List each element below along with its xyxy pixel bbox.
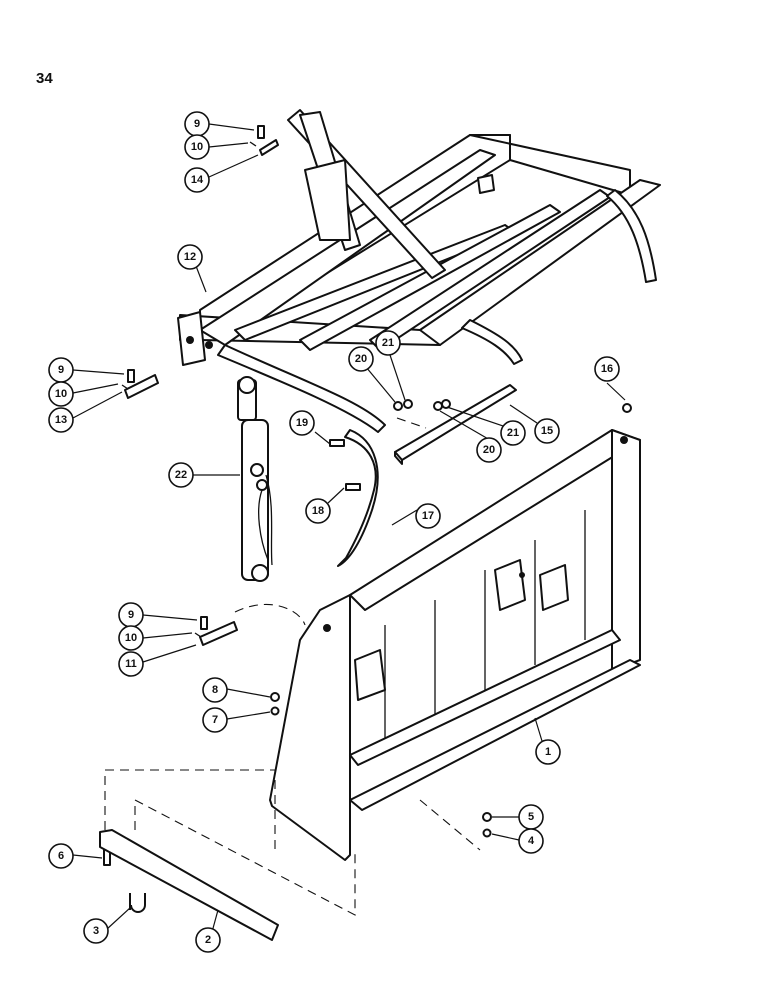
callout-4: 4 (518, 828, 544, 854)
callout-label: 8 (212, 684, 218, 696)
callout-15: 15 (534, 418, 560, 444)
mounting-bracket (394, 384, 517, 465)
spear-fork (99, 769, 481, 941)
grapple-tine (337, 429, 379, 567)
callout-label: 9 (194, 118, 200, 130)
callout-9-top: 9 (184, 111, 210, 137)
callout-label: 15 (541, 425, 553, 437)
callout-16: 16 (594, 356, 620, 382)
main-frame (234, 429, 641, 861)
leader-lines (72, 123, 626, 933)
callout-label: 18 (312, 505, 324, 517)
callout-label: 2 (205, 934, 211, 946)
callout-label: 10 (125, 632, 137, 644)
page-number: 34 (36, 70, 53, 87)
callout-10-left: 10 (48, 381, 74, 407)
callout-label: 10 (191, 141, 203, 153)
callout-label: 16 (601, 363, 613, 375)
callout-13: 13 (48, 407, 74, 433)
callout-label: 13 (55, 414, 67, 426)
callout-label: 9 (58, 364, 64, 376)
callout-1: 1 (535, 739, 561, 765)
fasteners (103, 125, 632, 913)
callout-label: 21 (507, 427, 519, 439)
callout-label: 11 (125, 658, 137, 670)
callout-label: 7 (212, 714, 218, 726)
callout-3: 3 (83, 918, 109, 944)
callout-9-left: 9 (48, 357, 74, 383)
callout-12: 12 (177, 244, 203, 270)
callout-11: 11 (118, 651, 144, 677)
callout-label: 19 (296, 417, 308, 429)
callout-20-lower: 20 (476, 437, 502, 463)
callout-14: 14 (184, 167, 210, 193)
callout-10-lower: 10 (118, 625, 144, 651)
callout-label: 4 (528, 835, 535, 847)
callout-10-top: 10 (184, 134, 210, 160)
callout-label: 9 (128, 609, 134, 621)
callout-9-lower: 9 (118, 602, 144, 628)
upper-grapple-frame (177, 109, 661, 433)
callout-7: 7 (202, 707, 228, 733)
callout-6: 6 (48, 843, 74, 869)
callout-5: 5 (518, 804, 544, 830)
callout-19: 19 (289, 410, 315, 436)
callout-label: 10 (55, 388, 67, 400)
callout-label: 20 (483, 444, 495, 456)
callout-8: 8 (202, 677, 228, 703)
callout-label: 5 (528, 811, 534, 823)
callout-label: 6 (58, 850, 64, 862)
callout-label: 17 (422, 510, 434, 522)
callout-label: 14 (191, 174, 204, 186)
callout-label: 12 (184, 251, 196, 263)
callout-18: 18 (305, 498, 331, 524)
callout-21-upper: 21 (375, 330, 401, 356)
callout-22: 22 (168, 462, 194, 488)
hydraulic-cylinder (237, 376, 273, 582)
callout-label: 22 (175, 469, 187, 481)
callout-label: 20 (355, 353, 367, 365)
callout-label: 21 (382, 337, 394, 349)
callout-label: 1 (545, 746, 551, 758)
callout-17: 17 (415, 503, 441, 529)
callout-label: 3 (93, 925, 99, 937)
callout-2: 2 (195, 927, 221, 953)
callout-20-upper: 20 (348, 346, 374, 372)
callout-21-lower: 21 (500, 420, 526, 446)
